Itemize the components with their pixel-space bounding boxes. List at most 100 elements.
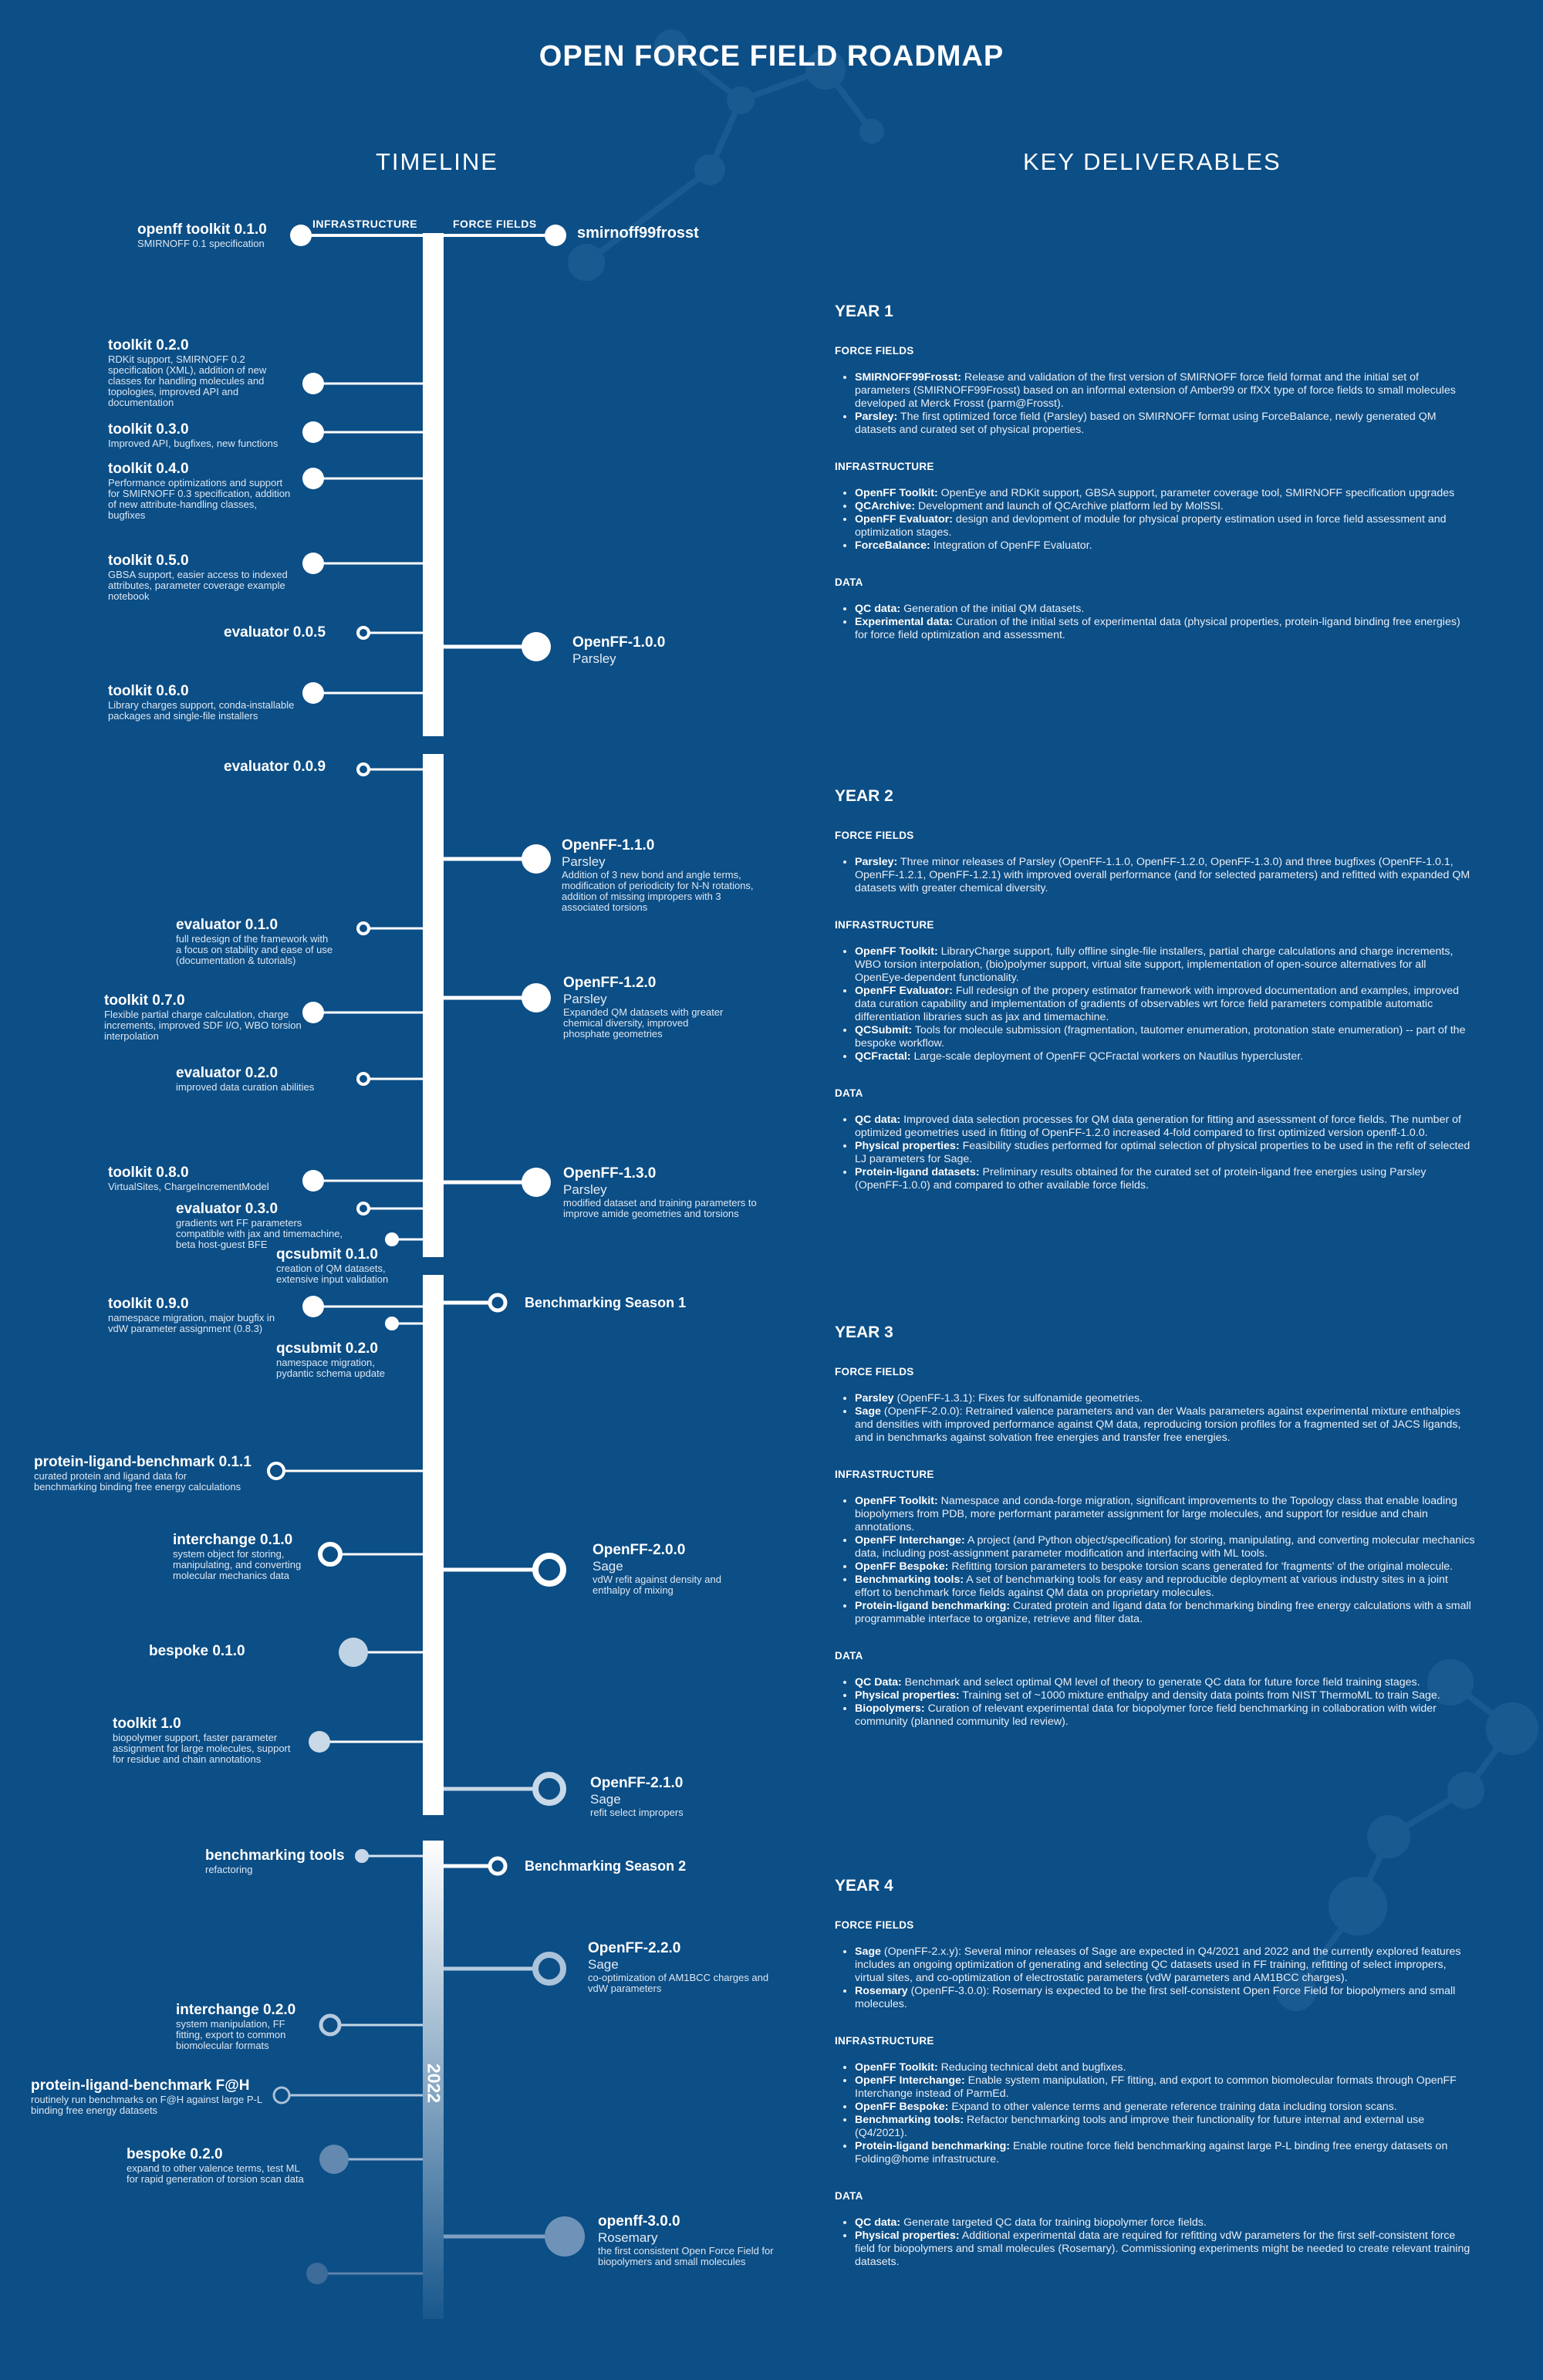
desc-line: compatible with jax and timemachine, [176, 1228, 343, 1239]
label-title: toolkit 0.2.0 [108, 337, 189, 353]
deliverable-item: Experimental data: Curation of the initi… [855, 616, 1475, 642]
label-sub: Parsley [563, 992, 607, 1006]
desc-line: classes for handling molecules and [108, 375, 265, 387]
node-bench-tools[interactable] [355, 1849, 369, 1863]
deliverable-text: Additional experimental data are require… [855, 2230, 1470, 2268]
node-toolkit-030[interactable] [302, 421, 324, 443]
page-title: OPEN FORCE FIELD ROADMAP [539, 40, 1004, 73]
desc-line: namespace migration, major bugfix in [108, 1312, 275, 1324]
node-plb-011[interactable] [267, 1462, 285, 1480]
label-title: OpenFF-1.2.0 [563, 975, 657, 991]
deliverable-list: OpenFF Toolkit: OpenEye and RDKit suppor… [835, 487, 1475, 553]
deliverable-term: OpenFF Interchange: [855, 2074, 965, 2087]
category-heading: FORCE FIELDS [835, 345, 914, 357]
desc-line: system manipulation, FF [176, 2018, 285, 2030]
node-bench-season2[interactable] [488, 1856, 508, 1876]
year-heading: YEAR 3 [835, 1324, 893, 1341]
label-title: toolkit 0.7.0 [104, 992, 185, 1009]
deliverable-term: Protein-ligand datasets: [855, 1166, 980, 1178]
node-evaluator-005[interactable] [356, 626, 370, 640]
node-toolkit-050[interactable] [302, 553, 324, 574]
node-openff-300[interactable] [545, 2216, 585, 2257]
node-plb-fah[interactable] [272, 2086, 291, 2104]
node-toolkit-010[interactable] [290, 225, 312, 246]
deliverable-term: Physical properties: [855, 1140, 960, 1152]
node-evaluator-030[interactable] [356, 1202, 370, 1215]
deliverable-term: Benchmarking tools: [855, 2114, 964, 2126]
desc-line: bugfixes [108, 509, 146, 521]
year-label-2021: 2021 [424, 1495, 444, 1536]
deliverable-term: Sage [855, 1946, 881, 1958]
node-future[interactable] [306, 2263, 328, 2284]
label-plb-011: protein-ligand-benchmark 0.1.1 curated p… [34, 1454, 252, 1493]
node-openff-110[interactable] [522, 844, 551, 874]
node-evaluator-009[interactable] [356, 762, 370, 776]
desc-line: creation of QM datasets, [276, 1263, 386, 1274]
deliverable-term: OpenFF Evaluator: [855, 985, 953, 997]
node-toolkit-070[interactable] [302, 1002, 324, 1023]
deliverable-term: Experimental data: [855, 616, 953, 628]
label-sub: Sage [593, 1559, 623, 1574]
label-desc: SMIRNOFF 0.1 specification [137, 238, 265, 249]
node-toolkit-100[interactable] [309, 1731, 330, 1753]
node-bespoke-020[interactable] [319, 2145, 349, 2174]
label-toolkit-100: toolkit 1.0 biopolymer support, faster p… [113, 1716, 291, 1765]
category-heading: DATA [835, 2190, 863, 2202]
node-evaluator-010[interactable] [356, 921, 370, 935]
deliverable-text: (OpenFF-1.3.1): Fixes for sulfonamide ge… [893, 1392, 1143, 1405]
node-openff-220[interactable] [532, 1952, 566, 1986]
label-title: toolkit 0.6.0 [108, 683, 189, 699]
year-heading: YEAR 1 [835, 303, 893, 320]
axis-2020 [423, 754, 444, 1257]
label-title: OpenFF-2.1.0 [590, 1775, 684, 1791]
node-openff-200[interactable] [532, 1553, 566, 1587]
node-toolkit-080[interactable] [302, 1170, 324, 1192]
label-title: interchange 0.1.0 [173, 1532, 293, 1548]
label-title: OpenFF-2.2.0 [588, 1940, 681, 1956]
node-openff-120[interactable] [522, 983, 551, 1013]
deliverable-item: QC data: Generate targeted QC data for t… [855, 2216, 1475, 2230]
deliverable-item: QCArchive: Development and launch of QCA… [855, 500, 1475, 513]
desc-line: biomolecular formats [176, 2040, 269, 2051]
deliverable-term: Parsley: [855, 411, 898, 423]
node-openff-130[interactable] [522, 1168, 551, 1197]
label-toolkit-010: openff toolkit 0.1.0 SMIRNOFF 0.1 specif… [137, 221, 267, 249]
node-toolkit-040[interactable] [302, 468, 324, 489]
deliverable-item: OpenFF Toolkit: OpenEye and RDKit suppor… [855, 487, 1475, 500]
category-heading: FORCE FIELDS [835, 1919, 914, 1931]
deliverable-text: Large-scale deployment of OpenFF QCFract… [910, 1050, 1304, 1063]
year-label-2020: 2020 [424, 982, 444, 1023]
node-interchange-020[interactable] [319, 2013, 342, 2037]
node-toolkit-060[interactable] [302, 682, 324, 704]
deliverable-item: Parsley: The first optimized force field… [855, 411, 1475, 437]
deliverable-text: Release and validation of the first vers… [855, 371, 1456, 410]
node-interchange-010[interactable] [318, 1542, 343, 1567]
node-qcsubmit-010[interactable] [385, 1232, 399, 1246]
deliverable-term: Physical properties: [855, 2230, 960, 2242]
node-toolkit-090[interactable] [302, 1296, 324, 1317]
node-smirnoff99frosst[interactable] [545, 225, 566, 246]
label-sub: Parsley [572, 651, 616, 666]
label-bench-season1: Benchmarking Season 1 [525, 1294, 686, 1311]
node-evaluator-020[interactable] [356, 1072, 370, 1086]
node-qcsubmit-020[interactable] [385, 1317, 399, 1330]
deliverable-text: (OpenFF-2.0.0): Retrained valence parame… [855, 1405, 1461, 1444]
node-openff-210[interactable] [532, 1772, 566, 1806]
label-sub: Parsley [563, 1182, 607, 1197]
desc-line: Flexible partial charge calculation, cha… [104, 1009, 289, 1020]
node-openff-100[interactable] [522, 632, 551, 661]
desc-line: namespace migration, [276, 1357, 375, 1368]
deliverable-item: Protein-ligand benchmarking: Enable rout… [855, 2140, 1475, 2166]
deliverable-item: Parsley: Three minor releases of Parsley… [855, 856, 1475, 895]
node-toolkit-020[interactable] [302, 373, 324, 394]
label-toolkit-020: toolkit 0.2.0 RDKit support, SMIRNOFF 0.… [108, 337, 266, 408]
label-smirnoff99frosst: smirnoff99frosst [577, 225, 699, 242]
node-bench-season1[interactable] [488, 1293, 508, 1313]
desc-line: beta host-guest BFE [176, 1239, 268, 1250]
desc-line: for residue and chain annotations [113, 1753, 262, 1765]
node-bespoke-010[interactable] [339, 1638, 368, 1667]
deliverable-item: OpenFF Interchange: Enable system manipu… [855, 2074, 1475, 2101]
deliverable-text: Enable routine force field benchmarking … [855, 2140, 1448, 2165]
category-heading: INFRASTRUCTURE [835, 461, 934, 472]
label-title: toolkit 0.4.0 [108, 461, 189, 477]
